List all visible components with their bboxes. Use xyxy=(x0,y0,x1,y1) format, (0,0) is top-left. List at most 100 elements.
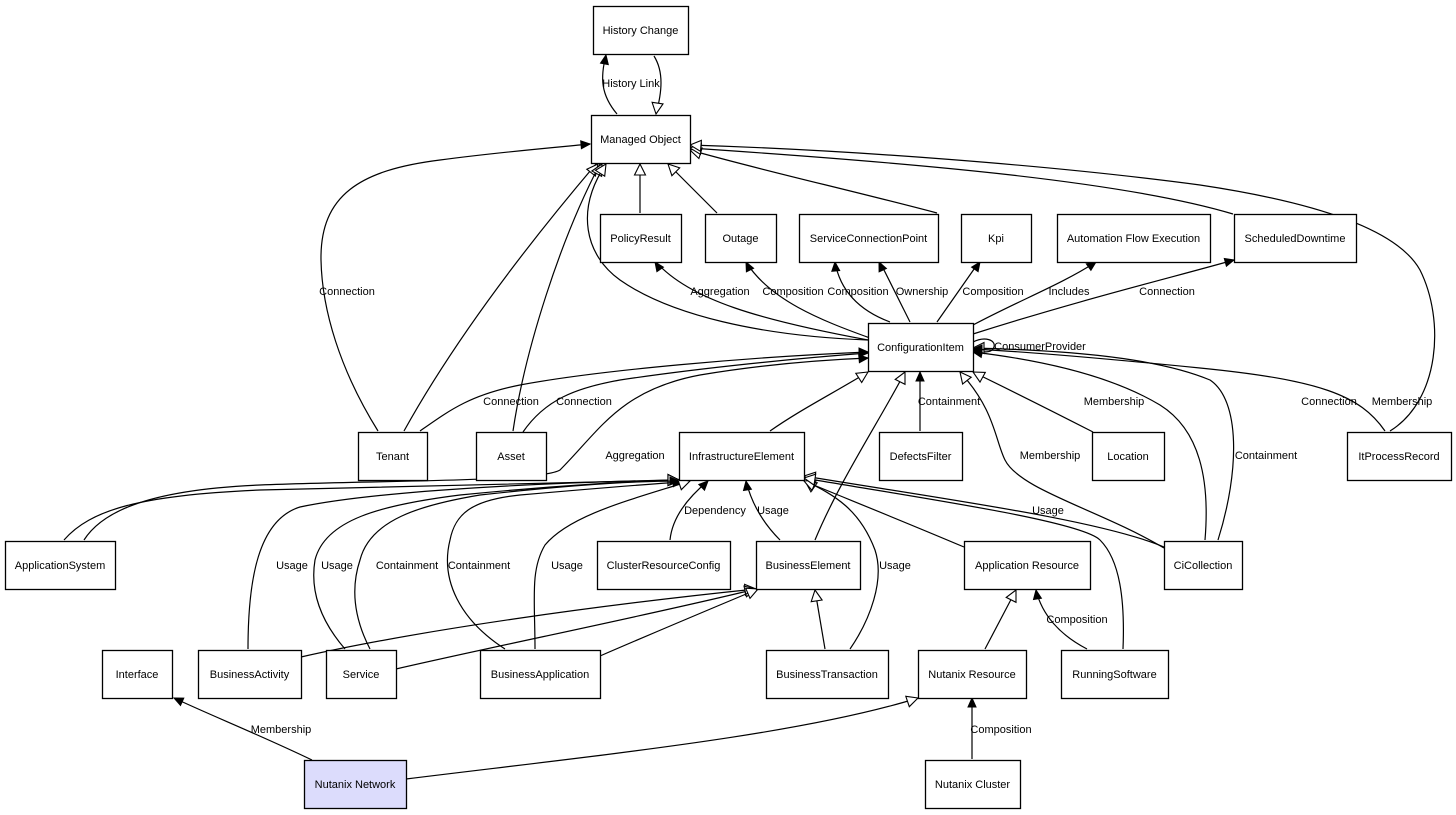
edge-label-usage: Usage xyxy=(879,560,911,572)
edge-3 xyxy=(320,140,592,432)
node-application-resource[interactable]: Application Resource xyxy=(963,540,1092,591)
node-policy-result[interactable]: PolicyResult xyxy=(599,213,683,264)
node-business-activity[interactable]: BusinessActivity xyxy=(197,649,303,700)
association-arrowhead xyxy=(1223,257,1236,268)
node-box xyxy=(704,213,778,264)
edge-21 xyxy=(522,348,870,433)
node-nutanix-network[interactable]: Nutanix Network xyxy=(303,759,408,810)
node-label: Nutanix Cluster xyxy=(935,779,1011,791)
edge-label-containment: Containment xyxy=(448,560,510,572)
inheritance-arrowhead xyxy=(594,162,607,178)
edge-label-connection: Connection xyxy=(556,396,612,408)
edge-36 xyxy=(533,478,692,650)
edge-line xyxy=(936,261,980,323)
edge-line xyxy=(354,480,680,650)
node-business-element[interactable]: BusinessElement xyxy=(755,540,862,591)
association-arrowhead xyxy=(745,260,755,273)
node-kpi[interactable]: Kpi xyxy=(960,213,1033,264)
node-label: Interface xyxy=(116,669,159,681)
edge-label-composition: Composition xyxy=(970,724,1031,736)
edge-label-history-link: History Link xyxy=(602,78,660,90)
edge-label-consumer-provider: ConsumerProvider xyxy=(994,341,1086,353)
edge-label-containment: Containment xyxy=(918,396,980,408)
node-business-transaction[interactable]: BusinessTransaction xyxy=(765,649,890,700)
node-box xyxy=(798,213,940,264)
edge-22 xyxy=(83,354,870,541)
node-service-connection-point[interactable]: ServiceConnectionPoint xyxy=(798,213,940,264)
node-configuration-item[interactable]: ConfigurationItem xyxy=(867,322,975,373)
node-outage[interactable]: Outage xyxy=(704,213,778,264)
node-box xyxy=(101,649,174,700)
edge-label-usage: Usage xyxy=(276,560,308,572)
association-arrowhead xyxy=(858,354,870,364)
node-box xyxy=(197,649,303,700)
node-location[interactable]: Location xyxy=(1091,431,1166,482)
edge-49 xyxy=(172,697,313,761)
edge-label-ownership: Ownership xyxy=(896,286,949,298)
edge-label-aggregation: Aggregation xyxy=(605,450,664,462)
node-label: Asset xyxy=(497,451,525,463)
edge-label-membership: Membership xyxy=(1084,396,1145,408)
node-interface[interactable]: Interface xyxy=(101,649,174,700)
node-application-system[interactable]: ApplicationSystem xyxy=(4,540,117,591)
node-label: BusinessActivity xyxy=(210,669,290,681)
inheritance-arrowhead xyxy=(667,163,681,177)
inheritance-arrowhead xyxy=(744,587,760,600)
edge-line xyxy=(689,149,938,214)
node-label: Nutanix Resource xyxy=(928,669,1015,681)
node-business-application[interactable]: BusinessApplication xyxy=(479,649,602,700)
node-label: BusinessElement xyxy=(766,560,851,572)
node-asset[interactable]: Asset xyxy=(475,431,548,482)
node-box xyxy=(479,649,602,700)
node-box xyxy=(924,759,1022,810)
edge-line xyxy=(512,163,601,432)
node-history-change[interactable]: History Change xyxy=(592,5,690,56)
node-box xyxy=(963,540,1092,591)
edge-line xyxy=(972,347,1235,541)
node-scheduled-downtime[interactable]: ScheduledDowntime xyxy=(1233,213,1358,264)
node-box xyxy=(917,649,1028,700)
node-nutanix-cluster[interactable]: Nutanix Cluster xyxy=(924,759,1022,810)
node-cluster-resource-config[interactable]: ClusterResourceConfig xyxy=(596,540,732,591)
edge-label-membership: Membership xyxy=(1372,396,1433,408)
edge-line xyxy=(522,352,869,433)
association-arrowhead xyxy=(971,344,983,354)
edge-line xyxy=(446,481,683,650)
node-box xyxy=(1060,649,1170,700)
node-infrastructure-element[interactable]: InfrastructureElement xyxy=(678,431,806,482)
node-nutanix-resource[interactable]: Nutanix Resource xyxy=(917,649,1028,700)
edge-line xyxy=(419,351,869,432)
node-label: Nutanix Network xyxy=(315,779,396,791)
node-label: Service xyxy=(343,669,380,681)
node-defects-filter[interactable]: DefectsFilter xyxy=(878,431,964,482)
association-arrowhead xyxy=(878,260,888,273)
inheritance-arrowhead xyxy=(810,588,824,603)
edge-38 xyxy=(742,479,781,541)
inheritance-arrowhead xyxy=(894,370,906,386)
edge-20 xyxy=(419,347,870,432)
node-ci-collection[interactable]: CiCollection xyxy=(1163,540,1244,591)
edge-30 xyxy=(814,370,906,541)
node-automation-flow-execution[interactable]: Automation Flow Execution xyxy=(1056,213,1212,264)
node-tenant[interactable]: Tenant xyxy=(357,431,429,482)
node-managed-object[interactable]: Managed Object xyxy=(590,114,692,165)
edge-label-usage: Usage xyxy=(757,505,789,517)
edge-51 xyxy=(967,696,977,759)
node-label: BusinessApplication xyxy=(491,669,589,681)
node-it-process-record[interactable]: ItProcessRecord xyxy=(1346,431,1453,482)
edge-line xyxy=(972,261,1097,326)
edge-line xyxy=(814,371,906,541)
edge-line xyxy=(320,143,591,432)
node-label: InfrastructureElement xyxy=(689,451,794,463)
node-service[interactable]: Service xyxy=(325,649,398,700)
edge-line xyxy=(972,259,1235,335)
edge-line xyxy=(586,163,869,341)
edge-28 xyxy=(959,371,1165,549)
association-arrowhead xyxy=(970,260,981,273)
node-box xyxy=(867,322,975,373)
node-running-software[interactable]: RunningSoftware xyxy=(1060,649,1170,700)
edge-48 xyxy=(1032,588,1088,650)
node-box xyxy=(1091,431,1166,482)
node-label: ScheduledDowntime xyxy=(1245,233,1346,245)
